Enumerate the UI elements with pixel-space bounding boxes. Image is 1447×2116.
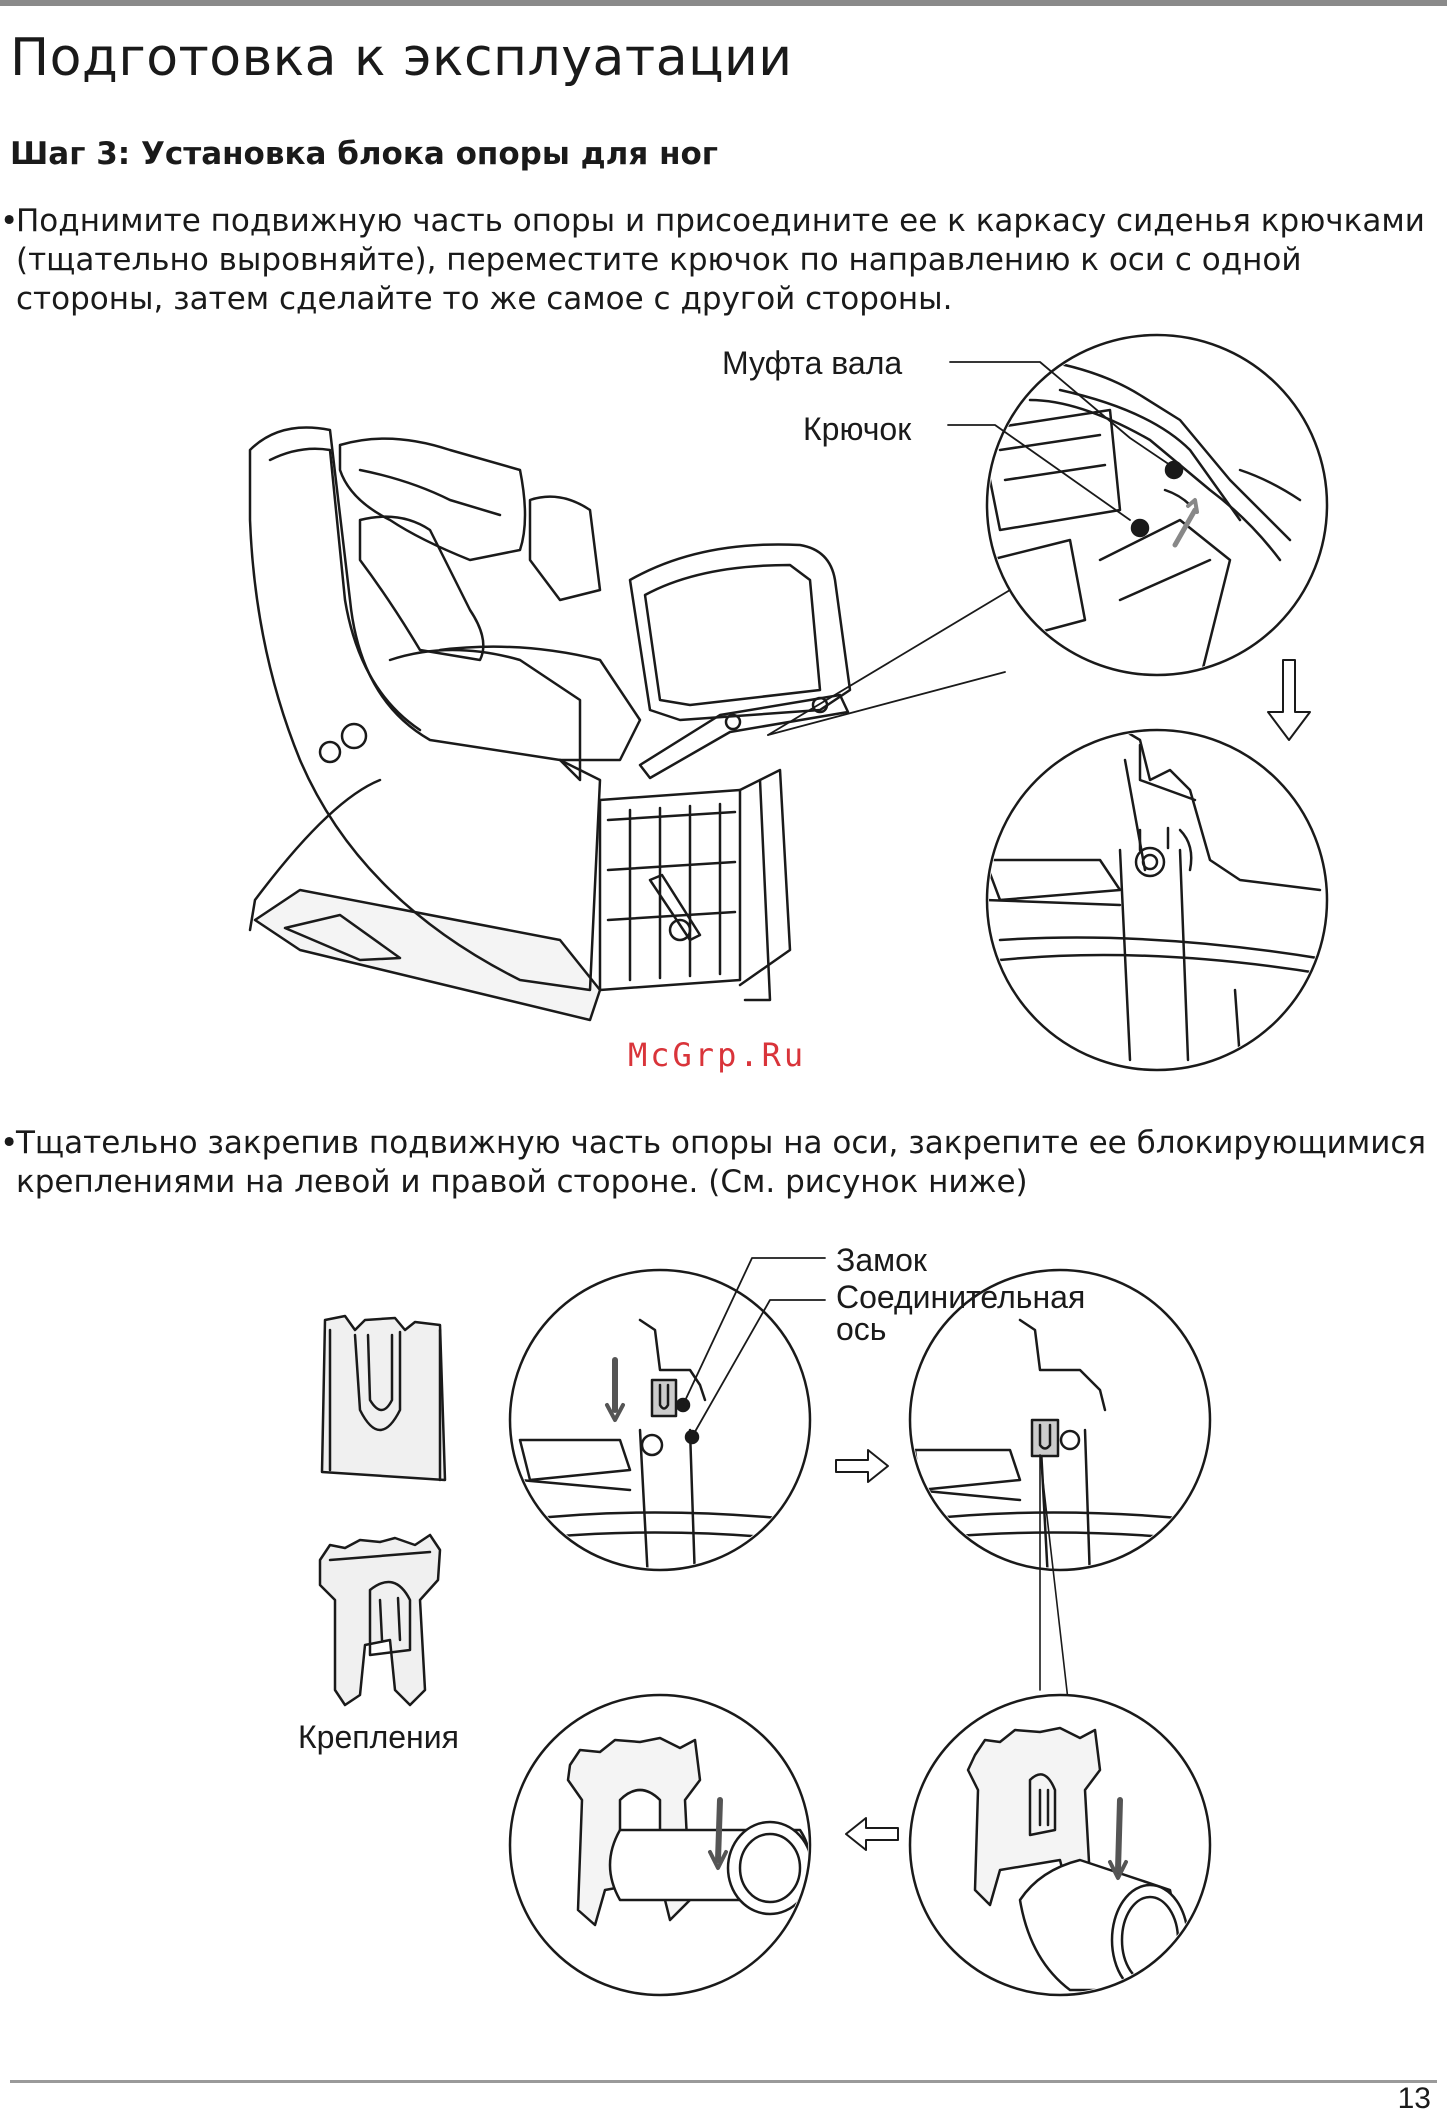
left-arrow-icon bbox=[845, 1817, 899, 1851]
instruction-paragraph-1: • Поднимите подвижную часть опоры и прис… bbox=[0, 202, 1440, 319]
page-number: 13 bbox=[1397, 2082, 1431, 2115]
watermark: McGrp.Ru bbox=[628, 1036, 807, 1074]
top-rule bbox=[0, 0, 1447, 6]
label-connecting-axis-line2: ось bbox=[836, 1311, 887, 1347]
bottom-rule bbox=[10, 2080, 1437, 2083]
label-fasteners: Крепления bbox=[298, 1719, 459, 1755]
paragraph-text: Тщательно закрепив подвижную часть опоры… bbox=[16, 1125, 1427, 1200]
paragraph-text: Поднимите подвижную часть опоры и присое… bbox=[16, 203, 1425, 317]
instruction-paragraph-2: • Тщательно закрепив подвижную часть опо… bbox=[0, 1124, 1440, 1202]
detail-circle-axis bbox=[985, 728, 1329, 1072]
detail-circle-clip-right bbox=[908, 1693, 1212, 1997]
page-title: Подготовка к эксплуатации bbox=[10, 28, 793, 88]
detail-circle-clip-left bbox=[508, 1693, 812, 1997]
down-arrow-icon bbox=[1267, 659, 1311, 741]
massage-chair-drawing bbox=[248, 426, 1011, 1022]
label-connecting-axis: Соединительная bbox=[836, 1279, 1086, 1315]
step-heading: Шаг 3: Установка блока опоры для ног bbox=[10, 136, 718, 172]
fastener-clip-front bbox=[320, 1314, 447, 1482]
label-shaft-coupling: Муфта вала bbox=[722, 345, 903, 381]
label-hook: Крючок bbox=[803, 411, 912, 447]
detail-circle-lock-open bbox=[508, 1257, 826, 1572]
bullet: • bbox=[0, 203, 19, 239]
bullet: • bbox=[0, 1125, 19, 1161]
detail-circle-lock-closed bbox=[908, 1268, 1212, 1701]
label-lock: Замок bbox=[836, 1242, 927, 1278]
right-arrow-icon bbox=[835, 1449, 889, 1483]
detail-circle-hook bbox=[947, 333, 1329, 677]
fastener-clip-angled bbox=[318, 1533, 442, 1707]
